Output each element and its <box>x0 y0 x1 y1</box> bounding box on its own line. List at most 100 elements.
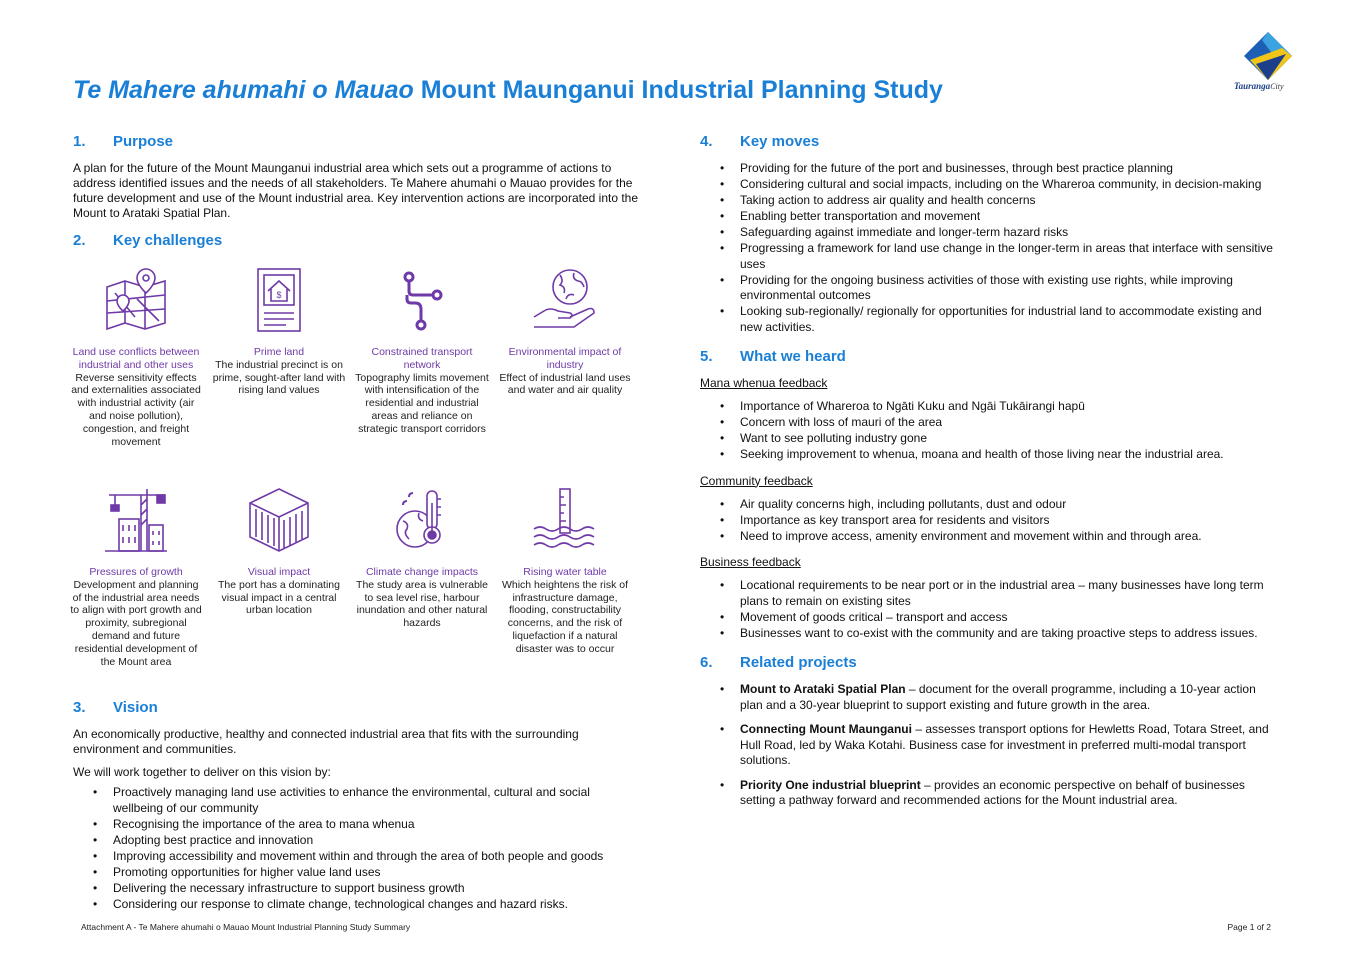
challenge-tile: Rising water table Which heightens the r… <box>498 480 632 656</box>
related-projects-heading: 6.Related projects <box>700 654 857 671</box>
challenge-tile: $ Prime land The industrial precinct is … <box>212 260 346 397</box>
tauranga-city-logo: TaurangaCity <box>1232 30 1304 96</box>
key-moves-section: 4.Key moves Providing for the future of … <box>700 132 1280 335</box>
list-item: Enabling better transportation and movem… <box>700 209 1280 225</box>
challenge-desc: The study area is vulnerable to sea leve… <box>356 578 488 630</box>
list-item: Delivering the necessary infrastructure … <box>73 881 643 897</box>
svg-text:$: $ <box>276 290 281 300</box>
list-item: Progressing a framework for land use cha… <box>700 241 1280 272</box>
list-item: Movement of goods critical – transport a… <box>700 610 1280 626</box>
key-challenges-section: 2.Key challenges Land use conflicts betw… <box>70 231 643 690</box>
challenge-title: Rising water table <box>523 566 607 578</box>
property-document-icon: $ <box>257 268 301 332</box>
list-item: Importance of Whareroa to Ngāti Kuku and… <box>700 399 1280 415</box>
challenge-title: Climate change impacts <box>365 566 479 578</box>
list-item: Businesses want to co-exist with the com… <box>700 626 1280 642</box>
list-item: Proactively managing land use activities… <box>73 785 643 816</box>
challenge-tile: Land use conflicts between industrial an… <box>69 260 203 448</box>
challenge-title: Visual impact <box>247 566 311 578</box>
list-item: Concern with loss of mauri of the area <box>700 415 1280 431</box>
list-item: Air quality concerns high, including pol… <box>700 497 1280 513</box>
vision-text: An economically productive, healthy and … <box>73 727 579 756</box>
purpose-text: A plan for the future of the Mount Maung… <box>73 161 639 220</box>
list-item: Connecting Mount Maunganui – assesses tr… <box>700 722 1280 769</box>
community-label: Community feedback <box>700 473 813 488</box>
project-desc: – provides an economic perspective on be… <box>740 777 1245 808</box>
challenge-desc: Topography limits movement with intensif… <box>355 371 489 435</box>
crane-building-icon <box>105 489 167 552</box>
project-name: Priority One industrial blueprint <box>740 777 921 792</box>
list-item: Considering our response to climate chan… <box>73 897 643 913</box>
list-item: Adopting best practice and innovation <box>73 833 643 849</box>
footer-page-number: Page 1 of 2 <box>1227 922 1271 932</box>
page-title: Te Mahere ahumahi o Mauao Mount Maunganu… <box>73 76 943 105</box>
what-we-heard-heading: 5.What we heard <box>700 348 846 365</box>
map-pin-icon <box>106 268 166 331</box>
key-moves-heading: 4.Key moves <box>700 133 820 150</box>
globe-hand-icon <box>533 269 595 328</box>
mana-whenua-label: Mana whenua feedback <box>700 376 828 390</box>
project-name: Connecting Mount Maunganui <box>740 722 912 736</box>
challenge-desc: The port has a dominating visual impact … <box>218 578 340 617</box>
challenge-tile: Pressures of growth Development and plan… <box>69 480 203 668</box>
key-moves-list: Providing for the future of the port and… <box>700 161 1280 335</box>
logo-diamond-icon <box>1244 32 1292 80</box>
list-item: Mount to Arataki Spatial Plan – document… <box>700 682 1280 713</box>
challenge-tile: Constrained transport network Topography… <box>355 260 489 436</box>
list-item: Looking sub-regionally/ regionally for o… <box>700 304 1280 335</box>
vision-heading: 3.Vision <box>73 699 158 716</box>
vision-intro: We will work together to deliver on this… <box>73 765 331 779</box>
challenge-title: Pressures of growth <box>89 566 183 578</box>
business-list: Locational requirements to be near port … <box>700 578 1280 641</box>
vision-list: Proactively managing land use activities… <box>73 785 643 912</box>
challenge-title: Environmental impact of industry <box>508 346 622 371</box>
challenge-tile: Climate change impacts The study area is… <box>355 480 489 630</box>
list-item: Safeguarding against immediate and longe… <box>700 225 1280 241</box>
challenges-grid: Land use conflicts between industrial an… <box>70 260 643 690</box>
mana-whenua-list: Importance of Whareroa to Ngāti Kuku and… <box>700 399 1280 463</box>
challenge-desc: Which heightens the risk of infrastructu… <box>501 578 629 655</box>
challenge-tile: Visual impact The port has a dominating … <box>212 480 346 617</box>
list-item: Improving accessibility and movement wit… <box>73 849 643 865</box>
climate-thermometer-icon <box>396 490 441 548</box>
business-label: Business feedback <box>700 555 801 569</box>
challenge-title: Constrained transport network <box>371 346 473 371</box>
list-item: Recognising the importance of the area t… <box>73 817 643 833</box>
logo-city: City <box>1270 82 1284 91</box>
list-item: Providing for the ongoing business activ… <box>700 273 1280 304</box>
challenge-desc: Reverse sensitivity effects and external… <box>71 371 201 448</box>
page-title-maori: Te Mahere ahumahi o Mauao <box>73 76 414 104</box>
related-projects-list: Mount to Arataki Spatial Plan – document… <box>700 682 1280 809</box>
list-item: Taking action to address air quality and… <box>700 193 1280 209</box>
list-item: Priority One industrial blueprint – prov… <box>700 778 1280 809</box>
project-desc: – assesses transport options for Hewlett… <box>740 722 1269 767</box>
logo-word: Tauranga <box>1234 81 1271 91</box>
list-item: Promoting opportunities for higher value… <box>73 865 643 881</box>
list-item: Considering cultural and social impacts,… <box>700 177 1280 193</box>
water-level-icon <box>533 488 595 548</box>
route-icon <box>403 271 443 331</box>
left-column: 1.Purpose A plan for the future of the M… <box>70 132 643 920</box>
challenge-tile: Environmental impact of industry Effect … <box>498 260 632 397</box>
community-list: Air quality concerns high, including pol… <box>700 497 1280 545</box>
purpose-heading: 1.Purpose <box>73 133 174 150</box>
challenge-title: Prime land <box>253 346 305 358</box>
list-item: Providing for the future of the port and… <box>700 161 1280 177</box>
related-projects-section: 6.Related projects Mount to Arataki Spat… <box>700 653 1280 809</box>
purpose-section: 1.Purpose A plan for the future of the M… <box>73 132 643 221</box>
what-we-heard-section: 5.What we heard Mana whenua feedback Imp… <box>700 347 1280 641</box>
list-item: Seeking improvement to whenua, moana and… <box>700 447 1280 463</box>
page-title-english: Mount Maunganui Industrial Planning Stud… <box>413 76 943 104</box>
list-item: Importance as key transport area for res… <box>700 513 1280 529</box>
challenge-desc: The industrial precinct is on prime, sou… <box>212 358 346 397</box>
key-challenges-heading: 2.Key challenges <box>73 232 223 249</box>
list-item: Want to see polluting industry gone <box>700 431 1280 447</box>
challenge-desc: Effect of industrial land uses and water… <box>499 371 631 397</box>
right-column: 4.Key moves Providing for the future of … <box>700 132 1280 818</box>
project-name: Mount to Arataki Spatial Plan <box>740 682 906 696</box>
list-item: Locational requirements to be near port … <box>700 578 1280 609</box>
vision-section: 3.Vision An economically productive, hea… <box>73 698 643 912</box>
shipping-container-icon <box>249 488 309 552</box>
challenge-title: Land use conflicts between industrial an… <box>72 346 200 371</box>
project-desc: – document for the overall programme, in… <box>740 682 1256 712</box>
